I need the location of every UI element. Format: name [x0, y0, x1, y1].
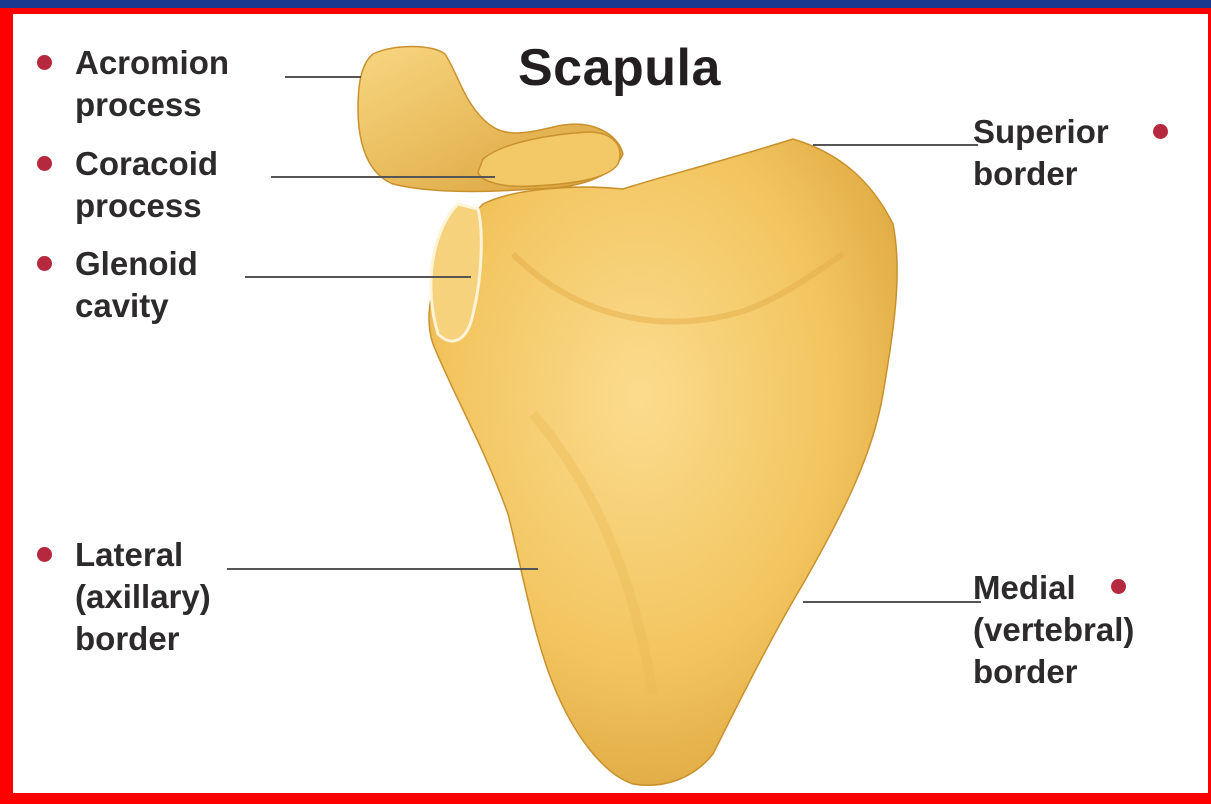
coracoid-label-line1: Coracoid — [75, 143, 218, 185]
acromion-label-line2: process — [75, 84, 229, 126]
superior-label-line1: Superior — [973, 111, 1109, 153]
coracoid-label: Coracoid process — [75, 143, 218, 227]
glenoid-label: Glenoid cavity — [75, 243, 198, 327]
diagram-canvas: Scapula Acromion process Coracoid proces… — [13, 14, 1208, 793]
acromion-label-line1: Acromion — [75, 42, 229, 84]
medial-label-line2: (vertebral) — [973, 609, 1134, 651]
coracoid-label-line2: process — [75, 185, 218, 227]
superior-label-line2: border — [973, 153, 1109, 195]
medial-bullet — [1111, 579, 1126, 594]
glenoid-label-line2: cavity — [75, 285, 198, 327]
lateral-label-line2: (axillary) — [75, 576, 211, 618]
superior-label: Superior border — [973, 111, 1109, 195]
acromion-bullet — [37, 55, 52, 70]
lateral-label-line1: Lateral — [75, 534, 211, 576]
superior-bullet — [1153, 124, 1168, 139]
medial-label-line3: border — [973, 651, 1134, 693]
diagram-title: Scapula — [518, 42, 721, 94]
acromion-label: Acromion process — [75, 42, 229, 126]
lateral-label-line3: border — [75, 618, 211, 660]
scapula-body — [429, 139, 897, 785]
glenoid-bullet — [37, 256, 52, 271]
glenoid-label-line1: Glenoid — [75, 243, 198, 285]
lateral-bullet — [37, 547, 52, 562]
coracoid-bullet — [37, 156, 52, 171]
lateral-label: Lateral (axillary) border — [75, 534, 211, 660]
